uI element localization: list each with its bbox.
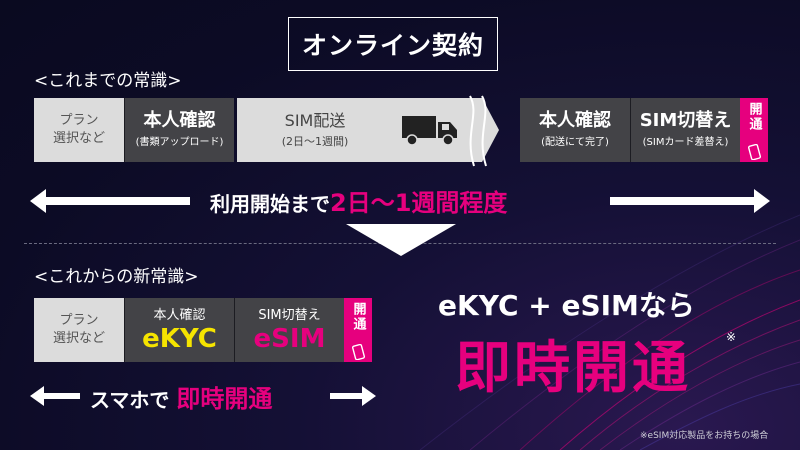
old-section-label: <これまでの常識> (34, 71, 182, 91)
old-plan-box: プラン 選択など (34, 98, 124, 162)
old-kaitsu-text: 開通 (746, 102, 762, 132)
new-double-arrow (30, 386, 376, 406)
footnote: ※eSIM対応製品をお持ちの場合 (640, 431, 769, 441)
promo-instant-activation: 即時開通 (455, 336, 691, 401)
old-phone-icon (748, 144, 762, 160)
new-verify-box: 本人確認 eKYC (124, 298, 234, 362)
page-title: オンライン契約 (288, 17, 498, 71)
new-verify-value: eKYC (142, 323, 217, 354)
new-arrow-prefix: スマホで (90, 388, 170, 412)
new-arrow-text: スマホで 即時開通 (90, 379, 272, 414)
delivery-box: SIM配送 (2日〜1週間) (240, 98, 390, 162)
new-section-label: <これからの新常識> (34, 267, 199, 287)
new-kaitsu-text: 開通 (350, 302, 366, 332)
truck-icon (402, 116, 457, 146)
old-verify-box: 本人確認 (書類アップロード) (124, 98, 234, 162)
old-arrow-prefix: 利用開始まで (210, 192, 330, 216)
old-verify2-box: 本人確認 (配送にて完了) (520, 98, 630, 162)
old-arrow-text: 利用開始まで2日〜1週間程度 (210, 183, 507, 218)
old-switch-sub: (SIMカード差替え) (642, 137, 729, 148)
new-switch-box: SIM切替え eSIM (234, 298, 344, 362)
promo-asterisk: ※ (726, 330, 737, 344)
new-plan-text: プラン 選択など (52, 313, 105, 346)
old-plan-text: プラン 選択など (52, 113, 105, 146)
new-phone-icon (352, 344, 366, 360)
old-verify-sub: (書類アップロード) (135, 137, 224, 148)
new-kaitsu-box: 開通 (344, 298, 372, 362)
promo-headline: eKYC + eSIMなら (438, 289, 695, 322)
new-switch-value: eSIM (253, 323, 326, 354)
delivery-arrow-shape (237, 98, 499, 162)
down-arrow-icon (346, 224, 456, 256)
old-verify2-title: 本人確認 (539, 110, 611, 131)
old-double-arrow (30, 189, 770, 213)
old-switch-title: SIM切替え (639, 110, 732, 131)
new-verify-title: 本人確認 (153, 307, 206, 323)
old-verify2-sub: (配送にて完了) (541, 137, 609, 148)
old-arrow-highlight: 2日〜1週間程度 (330, 189, 508, 217)
time-break-icon (469, 95, 487, 167)
old-kaitsu-box: 開通 (740, 98, 768, 162)
old-switch-box: SIM切替え (SIMカード差替え) (630, 98, 740, 162)
old-verify-title: 本人確認 (143, 110, 216, 131)
new-switch-title: SIM切替え (258, 307, 321, 323)
new-plan-box: プラン 選択など (34, 298, 124, 362)
delivery-sub: (2日〜1週間) (281, 135, 349, 148)
delivery-title: SIM配送 (284, 111, 346, 130)
new-arrow-highlight: 即時開通 (176, 385, 273, 413)
